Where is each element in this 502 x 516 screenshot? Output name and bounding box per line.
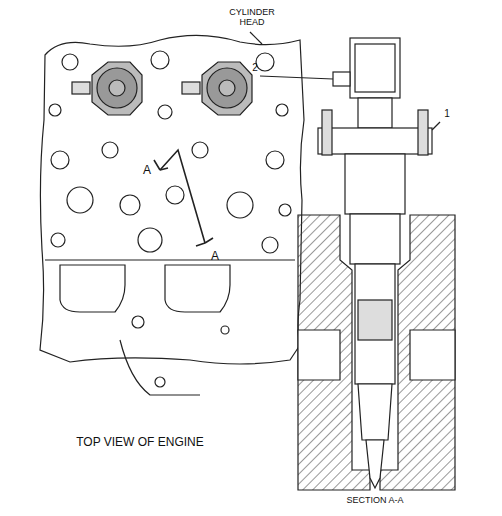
section-marker: A <box>140 164 154 177</box>
bolt-holes <box>49 51 291 334</box>
connector <box>333 72 350 86</box>
section-arrow <box>154 160 168 170</box>
injector-body <box>358 300 392 340</box>
cylinder-head-outline <box>40 35 304 364</box>
callout-number: 1 <box>440 108 454 119</box>
injector-top <box>182 62 252 115</box>
injector-body <box>345 154 405 214</box>
section-view <box>260 38 455 490</box>
nozzle-tip <box>366 440 384 488</box>
deck-line <box>45 259 295 260</box>
view-title: TOP VIEW OF ENGINE <box>50 436 230 449</box>
section-line <box>160 150 205 243</box>
nozzle <box>358 384 392 440</box>
section-arrow <box>196 238 213 246</box>
bolt <box>322 110 332 155</box>
injector-body <box>355 264 395 384</box>
boss-outline <box>120 340 200 395</box>
solenoid <box>350 38 400 98</box>
section-marker: A <box>208 250 222 263</box>
port-opening <box>165 265 230 312</box>
injector-body <box>350 214 400 264</box>
clamp <box>318 128 432 154</box>
leader-line <box>250 32 262 44</box>
solenoid <box>355 44 395 92</box>
callout-number: 2 <box>248 62 262 73</box>
bolt <box>418 110 428 155</box>
injector-top <box>72 62 142 115</box>
top-view <box>40 32 304 395</box>
part-name: CYLINDER HEAD <box>222 8 282 28</box>
port-opening <box>60 265 125 312</box>
injector-body <box>358 98 392 128</box>
view-title: SECTION A-A <box>320 496 430 506</box>
leader-line <box>432 122 440 130</box>
leader-line <box>260 76 333 79</box>
